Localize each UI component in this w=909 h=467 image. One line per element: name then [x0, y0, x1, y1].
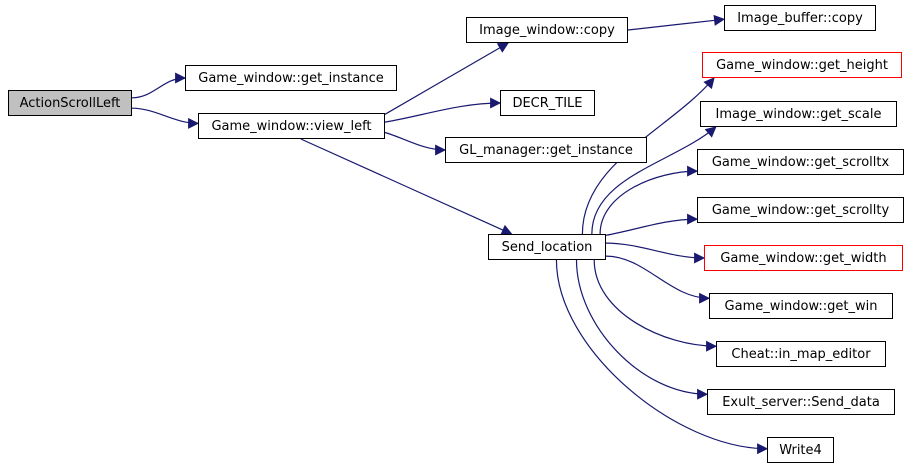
graph-node-cheat-in-map-editor[interactable]: Cheat::in_map_editor	[716, 341, 886, 367]
graph-node-label: Image_buffer::copy	[737, 10, 863, 26]
edge-game-window-view-left-to-image-window-copy	[384, 42, 510, 115]
graph-node-label: Game_window::view_left	[211, 118, 372, 134]
graph-node-label: Game_window::get_scrolltx	[711, 154, 890, 170]
graph-node-label: Game_window::get_instance	[198, 70, 384, 86]
graph-node-label: Game_window::get_width	[720, 250, 887, 266]
edge-action-scroll-left-to-game-window-get-instance	[131, 72, 187, 99]
graph-node-action-scroll-left[interactable]: ActionScrollLeft	[8, 90, 132, 116]
graph-node-label: Image_window::copy	[479, 22, 615, 38]
graph-node-label: Exult_server::Send_data	[722, 394, 880, 410]
graph-node-image-window-copy[interactable]: Image_window::copy	[466, 17, 628, 43]
graph-node-label: Cheat::in_map_editor	[731, 346, 871, 362]
graph-node-label: Image_window::get_scale	[715, 106, 882, 122]
edge-game-window-view-left-to-decr-tile	[384, 97, 502, 123]
graph-node-send-location[interactable]: Send_location	[488, 234, 606, 260]
graph-node-label: Game_window::get_win	[724, 298, 878, 314]
graph-node-game-window-get-scrollty[interactable]: Game_window::get_scrollty	[697, 197, 904, 223]
graph-node-image-buffer-copy[interactable]: Image_buffer::copy	[724, 5, 876, 31]
graph-node-label: DECR_TILE	[512, 95, 583, 111]
edge-image-window-copy-to-image-buffer-copy	[627, 14, 726, 31]
graph-node-game-window-get-width[interactable]: Game_window::get_width	[704, 245, 903, 271]
graph-node-label: ActionScrollLeft	[19, 95, 121, 111]
graph-node-decr-tile[interactable]: DECR_TILE	[500, 90, 595, 116]
edge-send-location-to-exult-server-send-data	[575, 259, 709, 400]
edge-send-location-to-write4	[555, 259, 769, 455]
edge-send-location-to-cheat-in-map-editor	[593, 259, 718, 352]
graph-node-gl-manager-get-instance[interactable]: GL_manager::get_instance	[445, 137, 647, 163]
graph-node-image-window-get-scale[interactable]: Image_window::get_scale	[700, 101, 897, 127]
graph-node-game-window-get-win[interactable]: Game_window::get_win	[709, 293, 893, 319]
edge-action-scroll-left-to-game-window-view-left	[131, 107, 200, 129]
edge-game-window-view-left-to-gl-manager-get-instance	[384, 131, 447, 156]
graph-node-label: Write4	[779, 442, 822, 458]
edge-send-location-to-game-window-get-win	[605, 255, 711, 304]
graph-node-label: Game_window::get_height	[716, 57, 888, 73]
edge-send-location-to-game-window-get-width	[605, 242, 706, 264]
graph-node-write4[interactable]: Write4	[767, 437, 834, 463]
graph-node-game-window-get-height[interactable]: Game_window::get_height	[702, 52, 902, 78]
graph-node-label: GL_manager::get_instance	[459, 142, 633, 158]
graph-node-label: Game_window::get_scrollty	[711, 202, 890, 218]
graph-node-game-window-view-left[interactable]: Game_window::view_left	[198, 113, 385, 139]
graph-node-exult-server-send-data[interactable]: Exult_server::Send_data	[707, 389, 895, 415]
edge-game-window-view-left-to-send-location	[300, 138, 513, 235]
graph-node-game-window-get-instance[interactable]: Game_window::get_instance	[185, 65, 397, 91]
edge-send-location-to-game-window-get-scrollty	[605, 213, 699, 236]
graph-node-game-window-get-scrolltx[interactable]: Game_window::get_scrolltx	[697, 149, 904, 175]
edge-send-location-to-game-window-get-scrolltx	[599, 165, 699, 235]
edge-send-location-to-image-window-get-scale	[591, 126, 717, 235]
graph-node-label: Send_location	[501, 239, 593, 255]
